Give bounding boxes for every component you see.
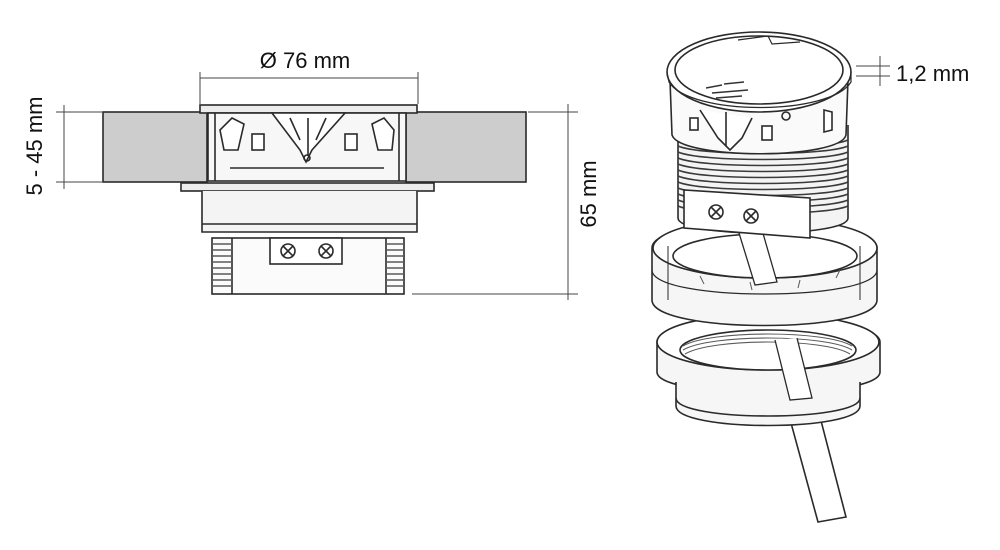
lower-ring-thread [682, 333, 853, 355]
perspective-view [651, 31, 881, 523]
diameter-label: Ø 76 mm [260, 48, 350, 73]
clamp-ring [180, 182, 435, 192]
lower-cylinder [201, 191, 418, 233]
height-label: 65 mm [576, 160, 601, 227]
top-flange [199, 104, 418, 114]
socket-slot [251, 133, 265, 151]
side-section-view [102, 104, 527, 295]
thread-ridges-left [212, 243, 232, 287]
socket-slot [689, 117, 699, 131]
thickness-label: 5 - 45 mm [22, 96, 47, 195]
lid-top [674, 35, 844, 105]
socket-slot [344, 133, 358, 151]
thread-ridges-right [386, 243, 404, 287]
desk-panel-left [102, 111, 208, 183]
dimension-lines-left [56, 72, 578, 300]
lid-thickness-label: 1,2 mm [896, 61, 969, 86]
socket-slot [761, 125, 773, 141]
desk-panel-right [405, 111, 527, 183]
dimension-lines-right [856, 56, 890, 86]
lid-marking [705, 81, 749, 99]
